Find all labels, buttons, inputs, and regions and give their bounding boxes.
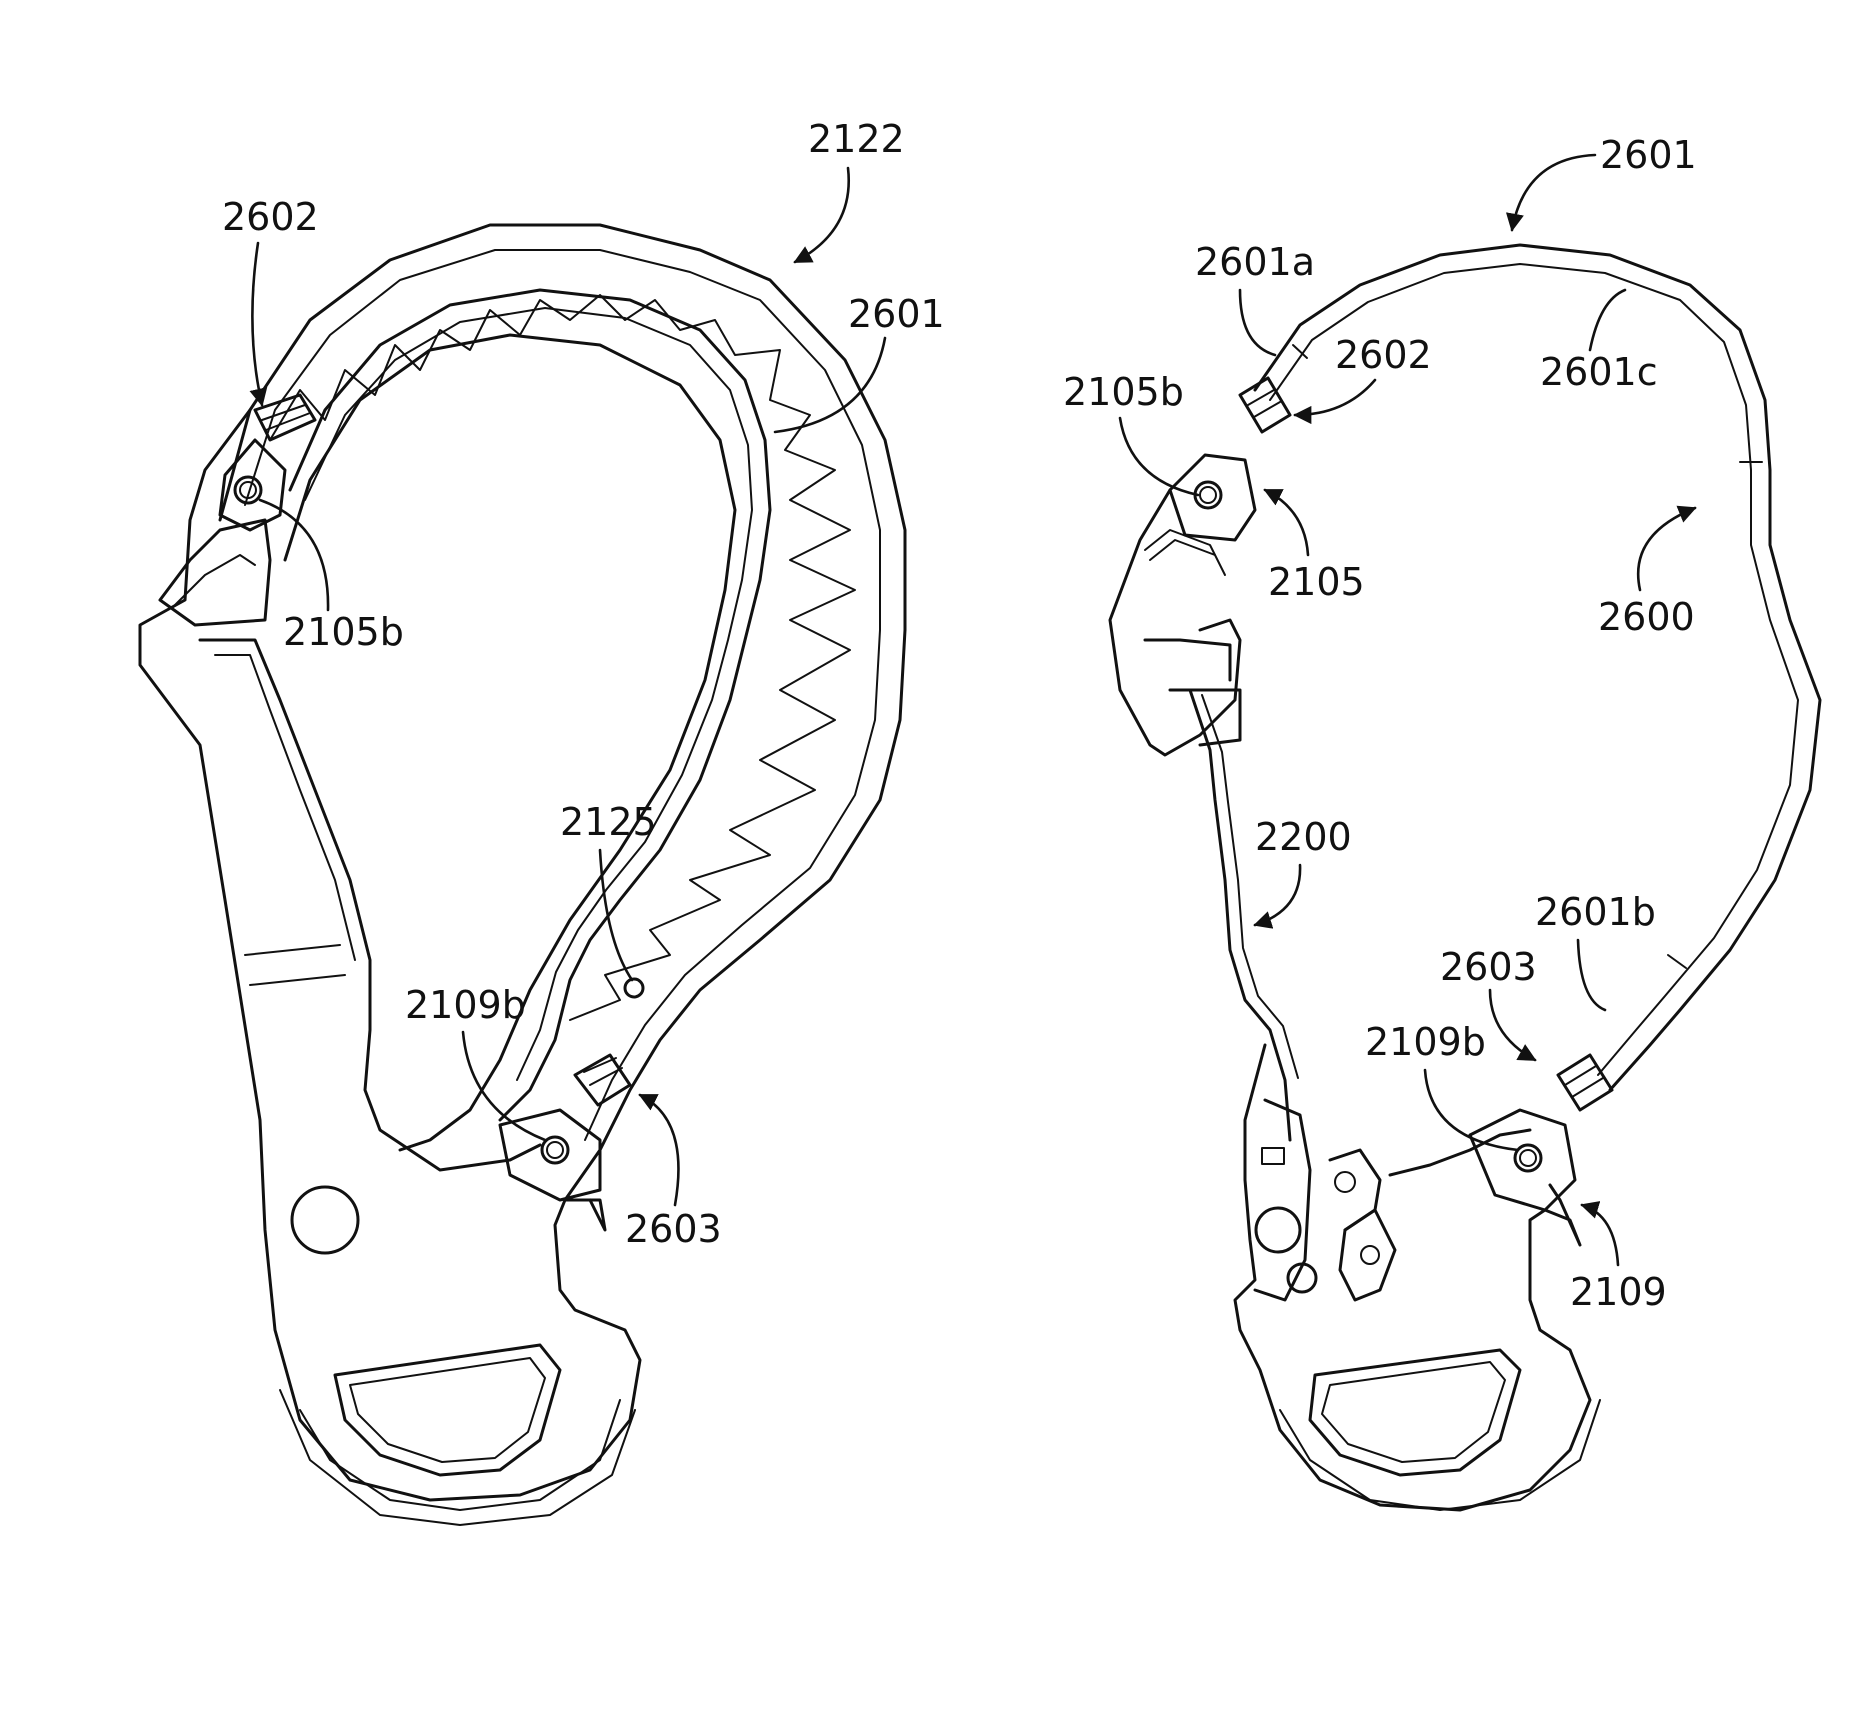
right-hinge-link [1255, 1100, 1395, 1300]
left-collar-2602 [255, 395, 315, 440]
label-2105b-left: 2105b [283, 610, 404, 654]
right-collar-2602 [1240, 378, 1290, 432]
left-gate-inner [290, 290, 770, 1120]
right-pivot-2105b [1170, 455, 1255, 540]
right-collar-2603 [1558, 1055, 1612, 1110]
label-2109b-right: 2109b [1365, 1020, 1486, 1064]
left-frame-outer [220, 225, 905, 1200]
label-2125-left: 2125 [560, 800, 657, 844]
label-2122-left: 2122 [808, 117, 905, 161]
left-inner-opening [285, 335, 735, 1150]
label-2602-left: 2602 [222, 195, 319, 239]
right-callouts: 2601 2601a 2602 2601c 2105b 2105 2600 22… [1063, 133, 1697, 1314]
right-nose [1110, 490, 1240, 755]
left-carabiner [140, 225, 905, 1525]
label-2109-right: 2109 [1570, 1270, 1667, 1314]
label-2601c-right: 2601c [1540, 350, 1658, 394]
label-2602-right: 2602 [1335, 333, 1432, 377]
right-bottom-eye [1280, 1350, 1600, 1510]
label-2105b-right: 2105b [1063, 370, 1184, 414]
left-hole-2125 [625, 979, 643, 997]
right-pivot-2109b [1470, 1110, 1575, 1210]
label-2601a-right: 2601a [1195, 240, 1315, 284]
right-carabiner [1110, 245, 1820, 1510]
left-rivet [292, 1187, 358, 1253]
label-2601-left: 2601 [848, 292, 945, 336]
label-2601b-right: 2601b [1535, 890, 1656, 934]
label-2600-right: 2600 [1598, 595, 1695, 639]
label-2109b-left: 2109b [405, 983, 526, 1027]
label-2603-left: 2603 [625, 1207, 722, 1251]
left-gate [200, 640, 540, 1170]
left-callouts: 2122 2602 2601 2105b 2125 2109b 2603 [222, 117, 945, 1251]
label-2105-right: 2105 [1268, 560, 1365, 604]
label-2603-right: 2603 [1440, 945, 1537, 989]
label-2601-right: 2601 [1600, 133, 1697, 177]
label-2200-right: 2200 [1255, 815, 1352, 859]
